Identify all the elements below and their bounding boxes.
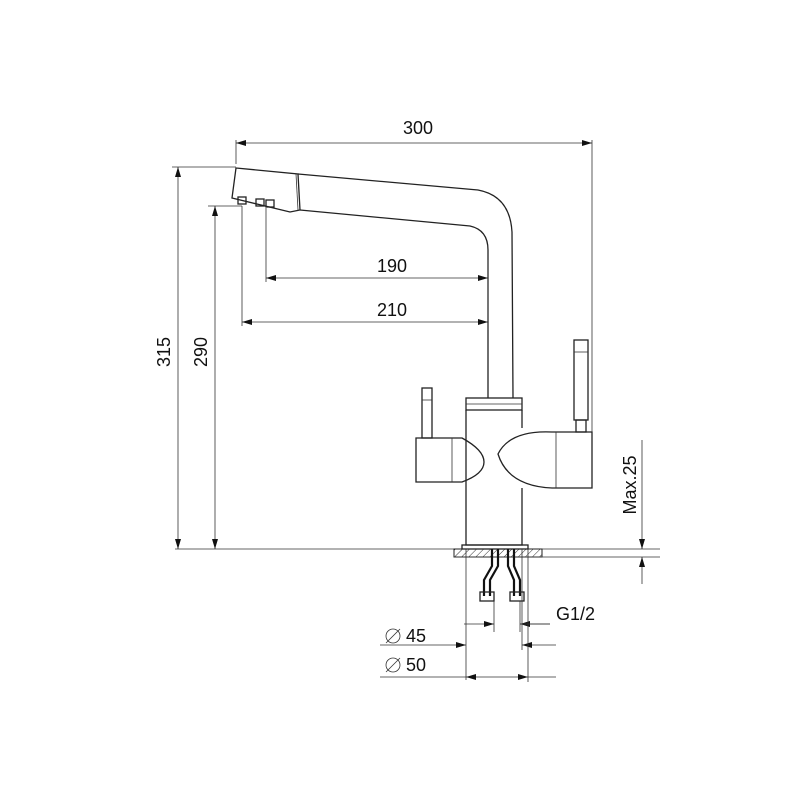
label-max-25: Max.25 [620, 455, 640, 514]
dim-max-thickness: Max.25 [542, 440, 660, 584]
spout-head [231, 167, 301, 213]
label-diameter-45: 45 [406, 626, 426, 646]
right-handle-housing [497, 431, 593, 489]
dim-reach-outer: 210 [241, 206, 488, 326]
label-width-300: 300 [403, 118, 433, 138]
dim-diameter-50: 50 [380, 549, 556, 682]
spout-joint [295, 173, 299, 211]
faucet-body [465, 410, 523, 546]
label-diameter-50: 50 [406, 655, 426, 675]
faucet-outline [231, 167, 593, 550]
mounting-assembly [175, 548, 660, 602]
dim-diameter-45: 45 [380, 549, 556, 680]
dim-height-outlet: 290 [191, 205, 242, 549]
supply-hose-right [506, 549, 516, 596]
nozzle-middle [255, 198, 265, 207]
dim-width-total: 300 [235, 118, 593, 432]
dim-thread: G1/2 [464, 601, 595, 632]
label-reach-210: 210 [377, 300, 407, 320]
label-height-290: 290 [191, 337, 211, 367]
diameter-icon [385, 628, 401, 644]
dim-reach-inner: 190 [265, 208, 489, 330]
hose-fitting-right [509, 591, 525, 602]
base-flange [461, 544, 529, 550]
label-reach-190: 190 [377, 256, 407, 276]
nozzle-right [265, 199, 275, 208]
diameter-icon [385, 657, 401, 673]
hose-fitting-left [479, 591, 495, 602]
left-handle-housing [415, 437, 485, 483]
label-thread-g12: G1/2 [556, 604, 595, 624]
label-height-315: 315 [154, 337, 174, 367]
spout-arm [297, 173, 514, 399]
spout-arm-lower [299, 209, 489, 398]
dim-height-total: 315 [154, 166, 236, 549]
supply-hose-left [482, 549, 494, 596]
nozzle-left [237, 196, 247, 205]
left-lever [421, 387, 433, 439]
